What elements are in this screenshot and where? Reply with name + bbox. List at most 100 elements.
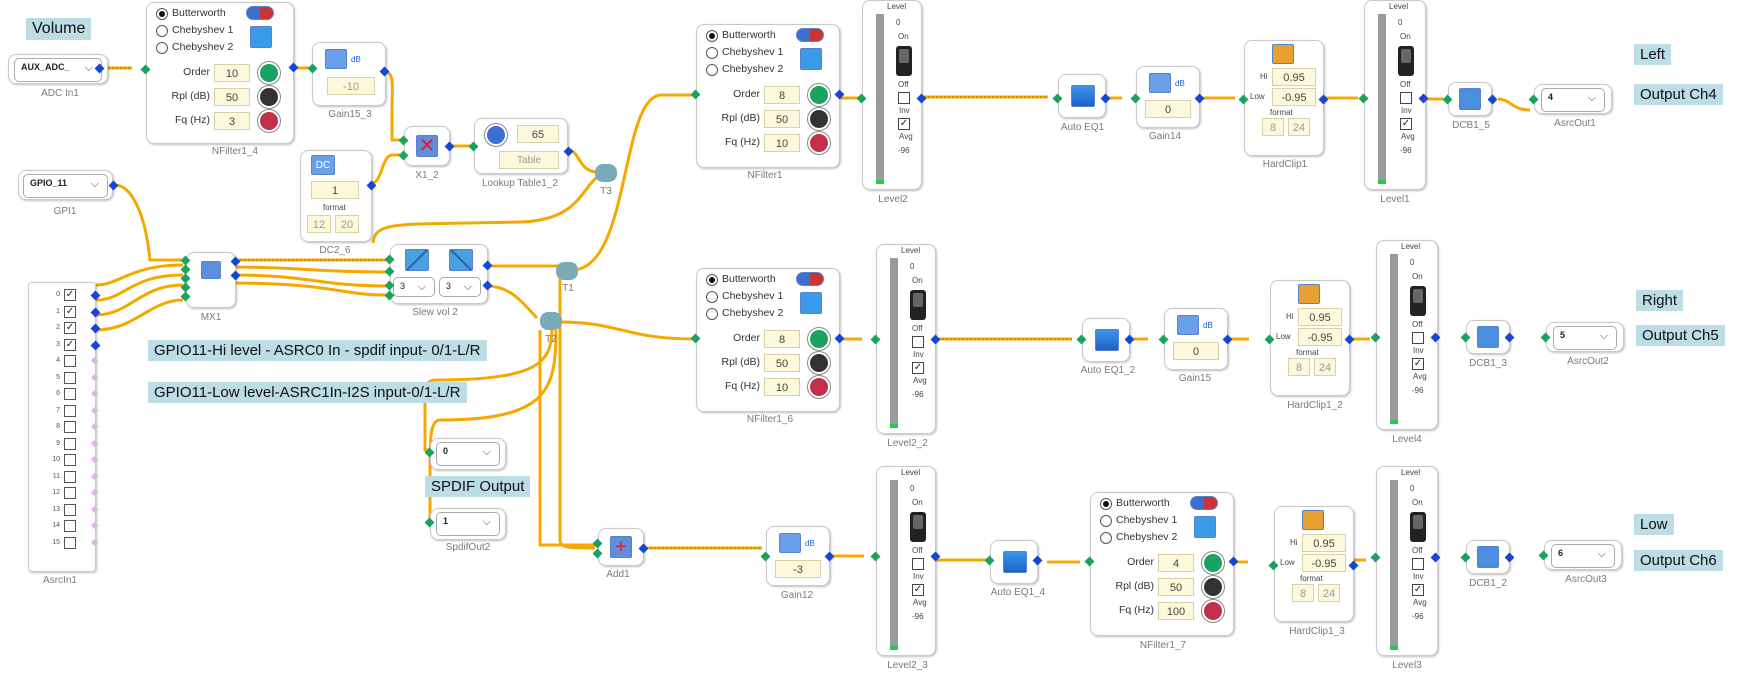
info-icon[interactable] bbox=[1202, 576, 1224, 598]
output-port[interactable] bbox=[90, 505, 99, 513]
level-3-block[interactable] bbox=[1376, 466, 1438, 656]
low-value[interactable]: -0.95 bbox=[1272, 88, 1316, 106]
level-1-block[interactable] bbox=[1364, 0, 1426, 190]
info-icon[interactable] bbox=[808, 352, 830, 374]
chebyshev-1-radio[interactable] bbox=[706, 291, 718, 303]
adc-in-block[interactable]: AUX_ADC_ bbox=[8, 54, 108, 84]
format-bits[interactable]: 24 bbox=[1314, 358, 1336, 376]
chebyshev-1-radio[interactable] bbox=[156, 25, 168, 37]
arrows-icon[interactable] bbox=[1202, 600, 1224, 622]
gain-15-3-block[interactable]: dB -10 bbox=[312, 42, 386, 106]
filter-rpl-value[interactable]: 50 bbox=[214, 88, 250, 106]
info-icon[interactable] bbox=[485, 124, 507, 146]
t2-node[interactable] bbox=[540, 312, 562, 330]
output-port[interactable] bbox=[90, 472, 99, 480]
chebyshev-2-radio[interactable] bbox=[1100, 532, 1112, 544]
inv-checkbox[interactable] bbox=[898, 92, 910, 104]
spdif-out-2-block[interactable]: 1 bbox=[430, 508, 506, 540]
butterworth-radio[interactable] bbox=[706, 274, 718, 286]
output-port[interactable] bbox=[90, 406, 99, 414]
filter-fq-value[interactable]: 10 bbox=[764, 134, 800, 152]
gain-value[interactable]: -10 bbox=[327, 77, 375, 95]
channel-checkbox[interactable]: ✓ bbox=[64, 289, 76, 301]
gain-up-icon[interactable] bbox=[258, 62, 280, 84]
on-off-toggle[interactable] bbox=[896, 46, 912, 76]
on-off-toggle[interactable] bbox=[910, 290, 926, 320]
channel-checkbox[interactable]: ✓ bbox=[64, 305, 76, 318]
adc-select[interactable]: AUX_ADC_ bbox=[14, 58, 102, 82]
output-port[interactable] bbox=[90, 373, 99, 381]
filter-rpl-value[interactable]: 50 bbox=[1158, 578, 1194, 596]
inv-checkbox[interactable] bbox=[1412, 558, 1424, 570]
channel-checkbox[interactable] bbox=[64, 520, 76, 532]
t3-node[interactable] bbox=[595, 164, 617, 182]
asrc-out-2-block[interactable]: 5 bbox=[1546, 322, 1624, 352]
info-icon[interactable] bbox=[808, 108, 830, 130]
asrc-out-1-block[interactable]: 4 bbox=[1534, 84, 1612, 114]
level-2-2-block[interactable] bbox=[876, 244, 936, 434]
avg-checkbox[interactable]: ✓ bbox=[898, 118, 910, 130]
hi-value[interactable]: 0.95 bbox=[1302, 534, 1346, 552]
filter-rpl-value[interactable]: 50 bbox=[764, 354, 800, 372]
format-int[interactable]: 8 bbox=[1262, 118, 1284, 136]
filter-order-value[interactable]: 10 bbox=[214, 64, 250, 82]
arrows-icon[interactable] bbox=[808, 132, 830, 154]
on-off-toggle[interactable] bbox=[1410, 512, 1426, 542]
chebyshev-2-radio[interactable] bbox=[156, 42, 168, 54]
output-port[interactable] bbox=[90, 538, 99, 546]
inv-checkbox[interactable] bbox=[912, 558, 924, 570]
asrc-out-select[interactable]: 6 bbox=[1551, 544, 1615, 568]
format-bits[interactable]: 24 bbox=[1288, 118, 1310, 136]
chebyshev-2-radio[interactable] bbox=[706, 64, 718, 76]
auto-eq-1-2-block[interactable] bbox=[1082, 318, 1130, 362]
channel-checkbox[interactable] bbox=[64, 503, 76, 516]
lookup-table-block[interactable]: 65 Table bbox=[474, 118, 568, 174]
arrows-icon[interactable] bbox=[258, 110, 280, 132]
mux-block[interactable] bbox=[186, 252, 236, 308]
filter-fq-value[interactable]: 100 bbox=[1158, 602, 1194, 620]
channel-checkbox[interactable] bbox=[64, 371, 76, 384]
dcb-1-5-block[interactable] bbox=[1448, 82, 1492, 116]
channel-checkbox[interactable] bbox=[64, 454, 76, 466]
avg-checkbox[interactable]: ✓ bbox=[1412, 358, 1424, 370]
butterworth-radio[interactable] bbox=[706, 30, 718, 42]
auto-eq-1-block[interactable] bbox=[1058, 74, 1106, 118]
channel-checkbox[interactable] bbox=[64, 404, 76, 417]
filter-order-value[interactable]: 4 bbox=[1158, 554, 1194, 572]
slew-vol-block[interactable]: 3 3 bbox=[390, 244, 488, 304]
inv-checkbox[interactable] bbox=[1400, 92, 1412, 104]
avg-checkbox[interactable]: ✓ bbox=[912, 584, 924, 596]
butterworth-radio[interactable] bbox=[1100, 498, 1112, 510]
gain-value[interactable]: 0 bbox=[1145, 100, 1191, 118]
asrc-out-select[interactable]: 4 bbox=[1541, 88, 1605, 112]
butterworth-radio[interactable] bbox=[156, 8, 168, 20]
avg-checkbox[interactable]: ✓ bbox=[1412, 584, 1424, 596]
chebyshev-1-radio[interactable] bbox=[706, 47, 718, 59]
gain-12-block[interactable]: dB -3 bbox=[766, 526, 830, 586]
chebyshev-1-radio[interactable] bbox=[1100, 515, 1112, 527]
gpi-block[interactable]: GPIO_11 bbox=[18, 170, 113, 200]
channel-checkbox[interactable] bbox=[64, 437, 76, 450]
avg-checkbox[interactable]: ✓ bbox=[912, 362, 924, 374]
gain-up-icon[interactable] bbox=[808, 328, 830, 350]
channel-checkbox[interactable] bbox=[64, 355, 76, 367]
spdif-out-select[interactable]: 1 bbox=[436, 512, 500, 536]
arrows-icon[interactable] bbox=[808, 376, 830, 398]
asrc-in-block[interactable] bbox=[28, 282, 96, 572]
slew-select-1[interactable]: 3 bbox=[393, 277, 435, 297]
filter-fq-value[interactable]: 3 bbox=[214, 112, 250, 130]
format-bits[interactable]: 20 bbox=[335, 215, 359, 233]
gain-up-icon[interactable] bbox=[1202, 552, 1224, 574]
channel-checkbox[interactable] bbox=[64, 470, 76, 483]
add-block[interactable]: + bbox=[598, 528, 644, 566]
filter-order-value[interactable]: 8 bbox=[764, 86, 800, 104]
gain-up-icon[interactable] bbox=[808, 84, 830, 106]
chebyshev-2-radio[interactable] bbox=[706, 308, 718, 320]
avg-checkbox[interactable]: ✓ bbox=[1400, 118, 1412, 130]
hi-value[interactable]: 0.95 bbox=[1272, 68, 1316, 86]
on-off-toggle[interactable] bbox=[1410, 286, 1426, 316]
channel-checkbox[interactable] bbox=[64, 421, 76, 433]
inv-checkbox[interactable] bbox=[1412, 332, 1424, 344]
channel-checkbox[interactable] bbox=[64, 487, 76, 499]
format-bits[interactable]: 24 bbox=[1318, 584, 1340, 602]
